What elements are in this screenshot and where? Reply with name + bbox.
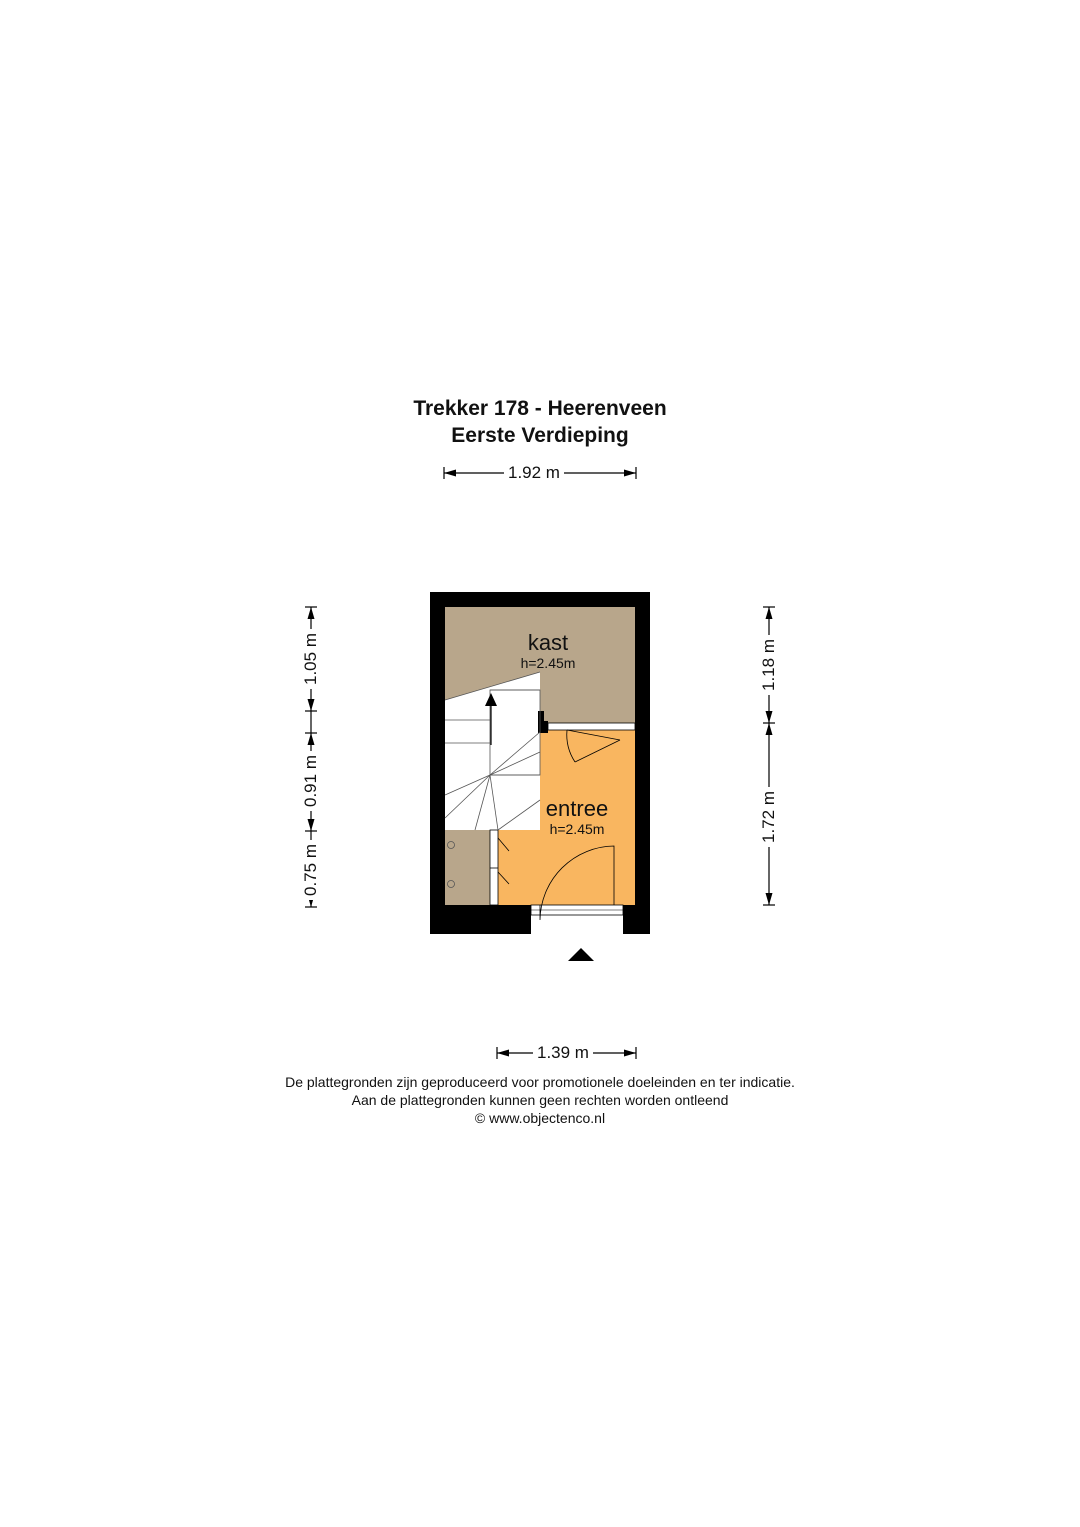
dimension-left-middle: 0.91 m bbox=[301, 751, 321, 811]
entrance-arrow-icon bbox=[568, 948, 594, 961]
dimension-top-width: 1.92 m bbox=[504, 463, 564, 483]
disclaimer-line-1: De plattegronden zijn geproduceerd voor … bbox=[285, 1074, 795, 1090]
entree-floor bbox=[498, 723, 635, 905]
meter-cupboard-door-frame bbox=[489, 829, 499, 906]
plan-title: Trekker 178 - Heerenveen bbox=[413, 397, 667, 420]
meter-cupboard bbox=[445, 830, 490, 905]
dimension-right-bottom: 1.72 m bbox=[759, 787, 779, 847]
room-name: kast bbox=[527, 630, 569, 655]
copyright-line: © www.objectenco.nl bbox=[474, 1110, 606, 1126]
room-label-entree: entree h=2.45m bbox=[527, 796, 627, 838]
floor-name: Eerste Verdieping bbox=[451, 424, 629, 447]
kast-door-frame bbox=[547, 722, 636, 731]
disclaimer-line-2: Aan de plattegronden kunnen geen rechten… bbox=[351, 1092, 729, 1108]
dimension-bottom-width: 1.39 m bbox=[533, 1043, 593, 1063]
staircase bbox=[444, 671, 541, 831]
room-label-kast: kast h=2.45m bbox=[498, 630, 598, 672]
dimension-left-bottom: 0.75 m bbox=[301, 840, 321, 900]
meter-icon bbox=[447, 880, 455, 888]
cupboard-door-swings bbox=[497, 837, 510, 885]
front-door-swing bbox=[539, 845, 615, 921]
room-name: entree bbox=[545, 796, 609, 821]
dimension-right-top: 1.18 m bbox=[759, 635, 779, 695]
meter-icon bbox=[447, 841, 455, 849]
room-height: h=2.45m bbox=[549, 821, 605, 837]
stair-area bbox=[445, 672, 540, 830]
stair-direction-arrow bbox=[485, 693, 497, 745]
dimension-left-top: 1.05 m bbox=[301, 629, 321, 689]
wall-stub bbox=[538, 721, 548, 733]
room-height: h=2.45m bbox=[520, 655, 576, 671]
kast-door-swing bbox=[566, 729, 621, 763]
wall-stub bbox=[538, 711, 544, 725]
